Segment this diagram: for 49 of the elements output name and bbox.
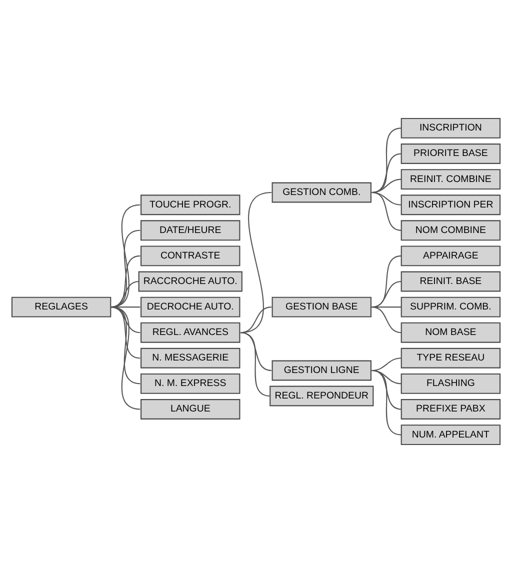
node-box: PREFIXE PABX [400,398,501,419]
connector [372,369,402,435]
connector [110,306,140,333]
node-box: NUM. APPELANT [400,424,501,444]
node-box: INSCRIPTION PER [400,194,501,215]
node-box: RACCROCHE AUTO. [138,270,242,292]
node-box: DECROCHE AUTO. [140,296,240,317]
node-box: N. M. EXPRESS [140,372,240,394]
node-box: TOUCHE PROGR. [140,194,240,215]
node-box: N. MESSAGERIE [140,347,240,368]
connector [372,357,402,370]
node-box: GESTION BASE [272,296,372,317]
connector [110,229,140,308]
connector [372,192,402,230]
connector [110,280,139,308]
node-box: APPAIRAGE [400,245,501,266]
connector [110,306,140,410]
connector [240,306,272,333]
node-box: DATE/HEURE [140,220,240,240]
connector [372,280,402,308]
connector [372,127,402,193]
node-box: NOM COMBINE [400,220,501,240]
node-box: REINIT. BASE [400,270,501,292]
connector [372,152,402,193]
node-box: GESTION LIGNE [272,360,372,380]
node-box: TYPE RESEAU [400,347,501,368]
node-box: REGL. REPONDEUR [270,385,374,406]
connector [110,306,140,358]
connector [110,204,140,308]
node-box: SUPPRIM. COMB. [400,296,501,317]
node-box: LANGUE [140,398,240,419]
connector [372,369,402,410]
connector [240,332,270,396]
connector [372,306,402,333]
node-box: PRIORITE BASE [400,143,501,164]
node-box: INSCRIPTION [400,118,501,138]
connector [110,254,140,308]
connector [372,254,402,308]
connector [110,306,140,384]
node-box: GESTION COMB. [272,182,372,202]
connector [372,192,402,205]
node-box: REGL. AVANCES [140,322,240,342]
node-box: CONTRASTE [140,245,240,266]
node-box: NOM BASE [400,322,501,342]
node-box: FLASHING [400,372,501,394]
node-box: REGLAGES [11,296,112,317]
connector [372,306,402,308]
node-box: REINIT. COMBINE [400,168,501,190]
connector [240,332,272,370]
